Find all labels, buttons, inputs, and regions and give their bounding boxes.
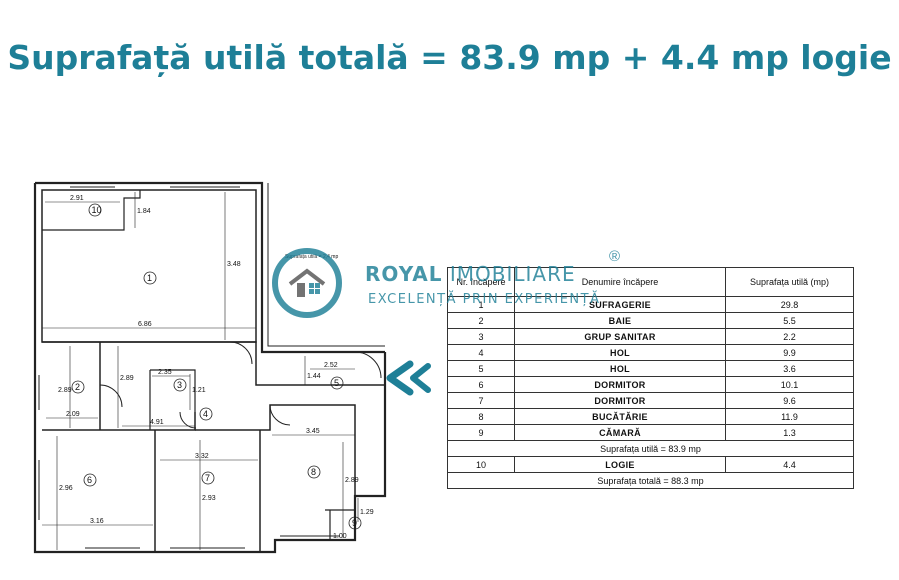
- room-area: 9.9: [725, 344, 854, 361]
- room-no: 10: [447, 456, 515, 473]
- table-header-row: Nr. încăpere Denumire încăpere Suprafața…: [447, 267, 854, 297]
- dim-label: 6.86: [138, 321, 152, 328]
- dim-label: 1.44: [307, 373, 321, 380]
- dim-label: 2.96: [59, 485, 73, 492]
- dim-label: 1.84: [137, 208, 151, 215]
- room-no: 6: [447, 376, 515, 393]
- dim-label: 2.35: [158, 369, 172, 376]
- double-chevron-left-icon: [386, 360, 431, 396]
- dim-label: 2.89: [345, 477, 359, 484]
- room-name: DORMITOR: [514, 392, 726, 409]
- dim-label: 2.09: [66, 411, 80, 418]
- room-area: 10.1: [725, 376, 854, 393]
- subtotal-row: Suprafața utilă = 83.9 mp: [447, 440, 854, 457]
- room-no: 7: [447, 392, 515, 409]
- headline: Suprafață utilă totală = 83.9 mp + 4.4 m…: [7, 38, 892, 77]
- room-name: LOGIE: [514, 456, 726, 473]
- logo-circle: [272, 248, 342, 318]
- room-6-label: 6: [87, 475, 92, 485]
- room-no: 9: [447, 424, 515, 441]
- registered-mark: ®: [609, 248, 621, 265]
- dim-label: 2.91: [70, 195, 84, 202]
- dim-label: 1.29: [360, 509, 374, 516]
- room-name: DORMITOR: [514, 376, 726, 393]
- brand-tagline: EXCELENȚĂ PRIN EXPERIENȚĂ: [368, 292, 601, 307]
- dim-label: 3.45: [306, 428, 320, 435]
- room-area: 3.6: [725, 360, 854, 377]
- watermark-logo: ROYAL IMOBILIARE EXCELENȚĂ PRIN EXPERIEN…: [272, 246, 622, 326]
- dim-label: 3.48: [227, 261, 241, 268]
- dim-label: 3.16: [90, 518, 104, 525]
- dim-label: 2.52: [324, 362, 338, 369]
- house-icon: [288, 268, 326, 297]
- room-name: CĂMARĂ: [514, 424, 726, 441]
- dim-label: 1.00: [333, 533, 347, 540]
- dim-label: 2.89: [120, 375, 134, 382]
- dim-label: 4.91: [150, 419, 164, 426]
- col-no-header: Nr. încăpere: [447, 267, 515, 297]
- room-no: 5: [447, 360, 515, 377]
- room-10-label: 10: [92, 205, 102, 215]
- dim-label: 3.32: [195, 453, 209, 460]
- room-5-label: 5: [334, 378, 339, 388]
- room-name: GRUP SANITAR: [514, 328, 726, 345]
- room-area: 1.3: [725, 424, 854, 441]
- room-name: HOL: [514, 344, 726, 361]
- dim-label: 2.89: [58, 387, 72, 394]
- col-area-header: Suprafața utilă (mp): [725, 267, 854, 297]
- room-2-label: 2: [75, 382, 80, 392]
- room-area: 2.2: [725, 328, 854, 345]
- room-no: 3: [447, 328, 515, 345]
- brand-name: ROYAL IMOBILIARE: [365, 262, 576, 286]
- room-no: 8: [447, 408, 515, 425]
- room-1-label: 1: [147, 273, 152, 283]
- room-area: 11.9: [725, 408, 854, 425]
- room-area: 29.8: [725, 296, 854, 313]
- room-area: 4.4: [725, 456, 854, 473]
- subtotal-text: Suprafața utilă = 83.9 mp: [447, 440, 854, 457]
- room-name: HOL: [514, 360, 726, 377]
- dim-label: 2.93: [202, 495, 216, 502]
- room-3-label: 3: [177, 380, 182, 390]
- room-9-label: 9: [352, 518, 357, 528]
- dim-label: 1.21: [192, 387, 206, 394]
- total-text: Suprafața totală = 88.3 mp: [447, 472, 854, 489]
- room-name: BUCĂTĂRIE: [514, 408, 726, 425]
- room-area: 9.6: [725, 392, 854, 409]
- room-no: 4: [447, 344, 515, 361]
- floor-plan: 10 1 2 3 4 5 6 7 8 9 2.91 1.84 3.48 6.86…: [33, 181, 387, 554]
- total-row: Suprafața totală = 88.3 mp: [447, 472, 854, 489]
- room-area: 5.5: [725, 312, 854, 329]
- rooms-table: Nr. încăpere Denumire încăpere Suprafața…: [447, 267, 854, 489]
- room-7-label: 7: [205, 473, 210, 483]
- room-8-label: 8: [311, 467, 316, 477]
- room-4-label: 4: [203, 409, 208, 419]
